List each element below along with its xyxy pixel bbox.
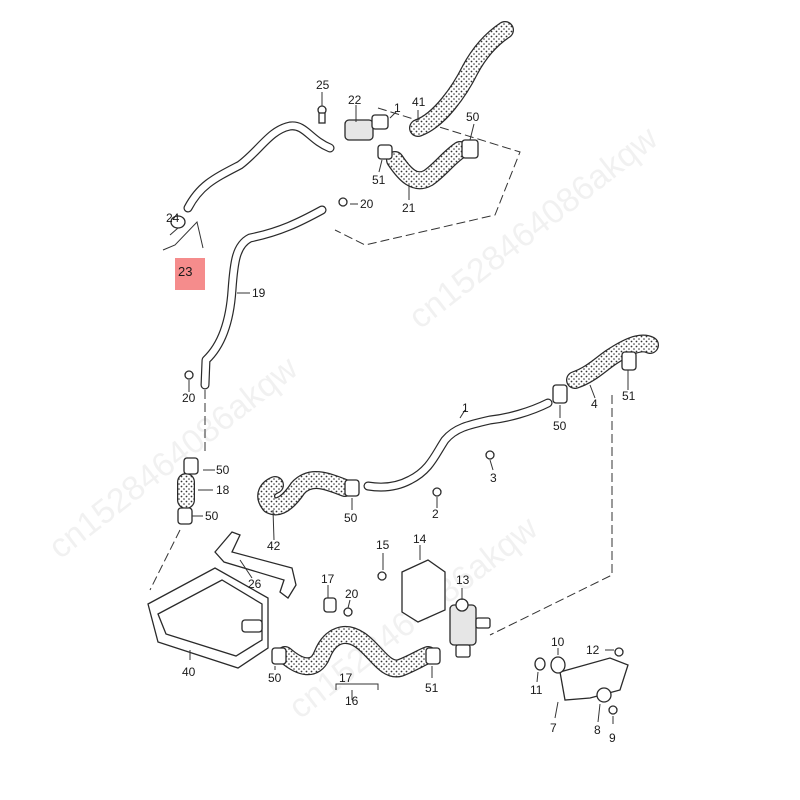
callout-40: 40 [182,665,196,679]
dashed-reference-lines [149,107,613,636]
callout-9: 9 [609,731,616,745]
bolt-20-top [338,197,348,207]
callout-50-top: 50 [466,110,480,124]
hose-42 [257,471,354,516]
callout-26: 26 [248,577,262,591]
washer-11 [534,657,546,671]
watermark-text-1: cn1528464086akqw [42,349,306,567]
callout-labels: 25 22 1 41 50 51 21 20 24 23 19 20 51 50… [166,78,636,745]
callout-51-bottom: 51 [425,681,439,695]
callout-16: 16 [345,694,359,708]
callout-41: 41 [412,95,426,109]
callout-19: 19 [252,286,266,300]
callout-21: 21 [402,201,416,215]
callout-23: 23 [178,264,192,279]
hose-16 [276,626,437,678]
callout-50-bottom: 50 [268,671,282,685]
pump-13 [449,598,491,658]
highlight-box-23 [175,258,205,290]
bolt-9 [608,705,618,715]
bushing-10 [550,656,566,674]
callout-4: 4 [591,397,598,411]
clamp-50-top [461,139,479,159]
bolt-2 [432,487,442,497]
callout-50-b: 50 [205,509,219,523]
hose-41 [409,21,514,137]
hose-clamps [177,139,637,665]
callout-17-top: 17 [321,572,335,586]
clamp-50-b [177,507,193,525]
connector-22 [344,114,389,141]
callout-42: 42 [267,539,281,553]
bolt-20-left [184,370,194,380]
bolt-20-bottom [343,607,353,617]
bracket-26 [214,531,297,599]
callout-3: 3 [490,471,497,485]
bolt-15 [377,571,387,581]
watermark-text-3: cn1528464086akqw [402,119,666,337]
bolt-3 [485,450,495,460]
callout-13: 13 [456,573,470,587]
callout-24: 24 [166,211,180,225]
leader-lines [162,92,629,724]
callout-51-right: 51 [622,389,636,403]
cooler-40 [147,567,269,669]
bushing-8 [596,687,612,703]
callout-20-top: 20 [360,197,374,211]
callout-2: 2 [432,507,439,521]
clamp-50-bottom [271,647,287,665]
bolt-12 [614,647,624,657]
bracket-14 [401,559,446,623]
bolts [184,105,624,715]
bolt-25-shank [318,112,326,124]
clamp-50-mid [344,479,360,497]
dashed-line-right [489,395,613,636]
bracket-7 [534,656,629,703]
pipe-23 [183,121,335,213]
callout-50-a: 50 [216,463,230,477]
pipe-19 [200,205,327,390]
callout-18: 18 [216,483,230,497]
hose-4 [566,334,659,389]
callout-51-top: 51 [372,173,386,187]
callout-20-left: 20 [182,391,196,405]
dashed-bracket-top [334,107,521,246]
clamp-51-right [621,351,637,371]
callout-8: 8 [594,723,601,737]
callout-22: 22 [348,93,362,107]
clamp-51-bottom [425,647,441,665]
callout-11: 11 [530,683,543,697]
callout-17-bottom: 17 [339,671,353,685]
clamp-50-a [183,457,199,475]
callout-1-mid: 1 [462,401,469,415]
clamp-51-top [377,144,393,160]
hose-21 [386,141,469,190]
callout-1-top: 1 [394,101,401,115]
clamp-50-right [552,384,568,404]
callout-15: 15 [376,538,390,552]
callout-50-right: 50 [553,419,567,433]
callout-10: 10 [551,635,565,649]
callout-12: 12 [586,643,600,657]
callout-25: 25 [316,78,330,92]
clamp-17 [323,597,337,613]
callout-14: 14 [413,532,427,546]
callout-20-bottom: 20 [345,587,359,601]
callout-7: 7 [550,721,557,735]
pipe-1 [363,398,553,492]
dashed-line-left-lower [149,529,181,591]
callout-50-mid: 50 [344,511,358,525]
